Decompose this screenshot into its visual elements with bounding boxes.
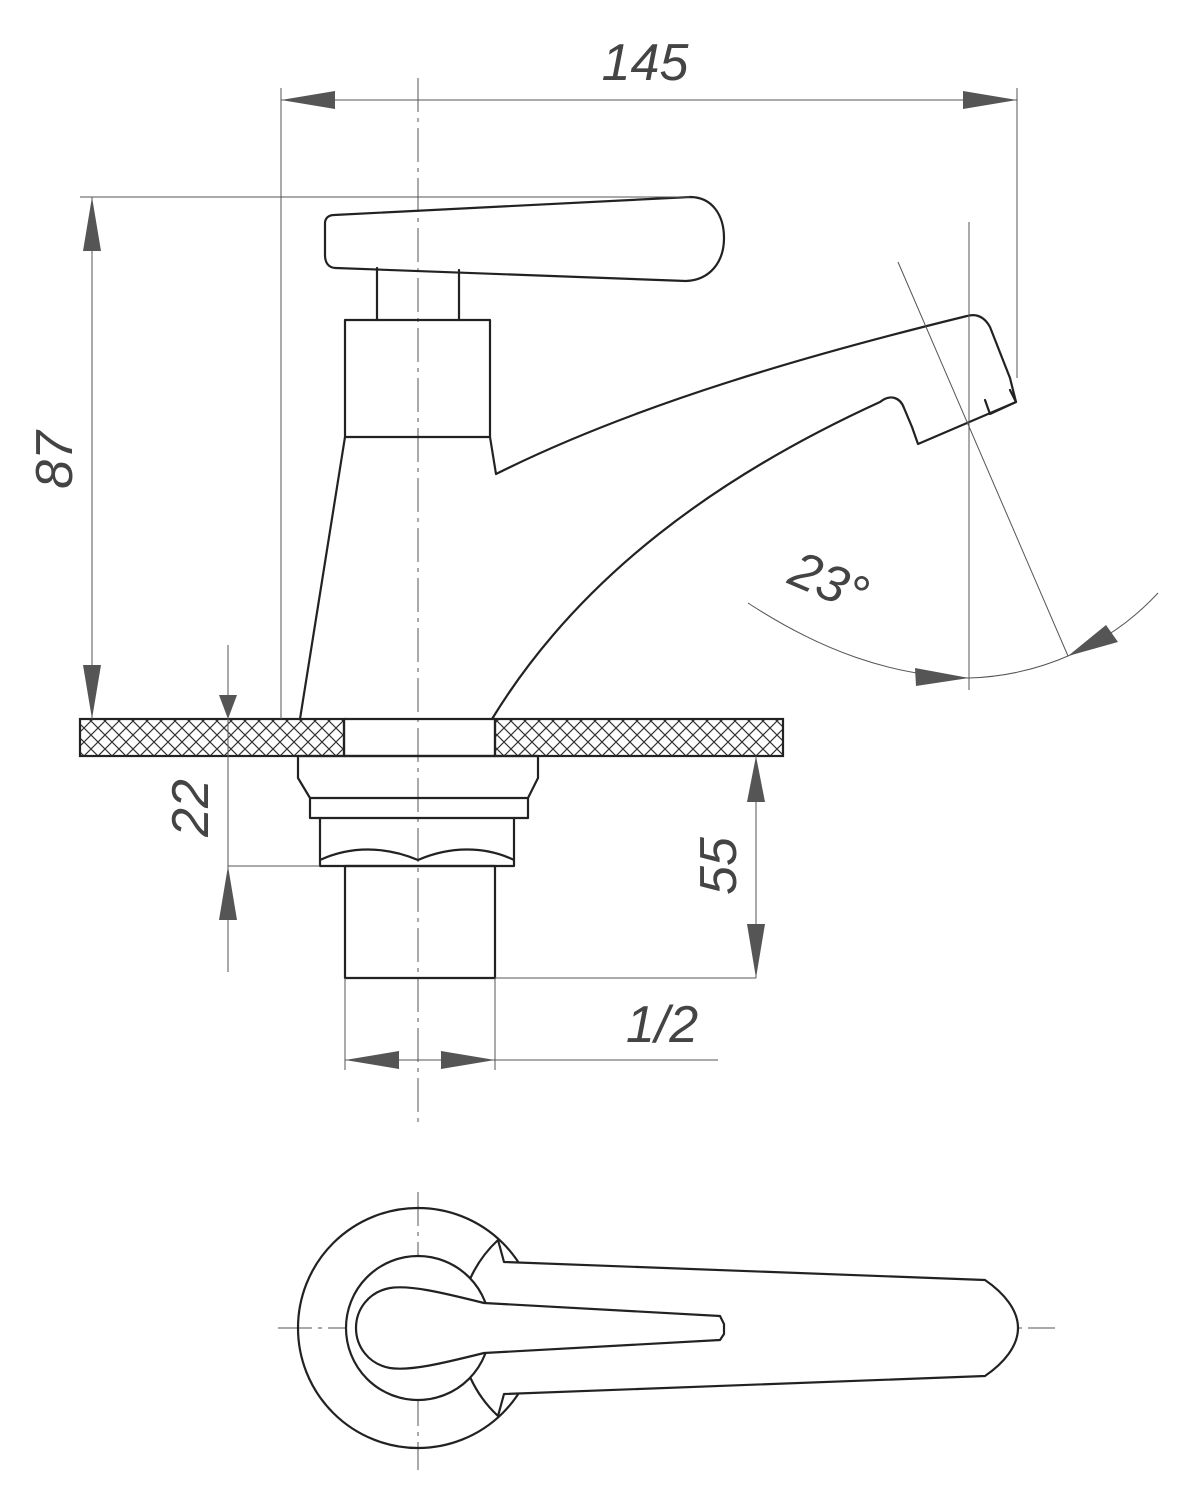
thread-size-dimension-label: 1/2 (626, 996, 698, 1054)
countertop-left (78, 717, 346, 758)
angle-dimension-label: 23° (780, 540, 876, 625)
top-view (278, 1192, 1055, 1470)
dimension-thread-size: 1/2 (344, 978, 718, 1070)
spout-aerator (983, 388, 1018, 416)
width-dimension-label: 145 (602, 34, 690, 92)
dimension-shank-length: 55 (495, 756, 765, 979)
dimension-width: 145 (280, 34, 1018, 719)
side-view: 145 87 23° 22 (26, 34, 1159, 1125)
height-dimension-label: 87 (26, 429, 84, 489)
threaded-shank (343, 864, 497, 980)
valve-housing (343, 318, 492, 439)
shank-length-dimension-label: 55 (690, 836, 748, 895)
dimension-height: 87 (26, 196, 690, 719)
flange-nut (296, 754, 540, 820)
handle-stem (375, 266, 461, 322)
countertop-hole (342, 717, 497, 758)
hex-nut (318, 816, 516, 868)
countertop-right (493, 717, 785, 758)
handle-teardrop (354, 1286, 726, 1370)
dimension-nut-height: 22 (162, 645, 320, 972)
handle-lever (323, 195, 726, 283)
dimension-angle: 23° (747, 222, 1159, 690)
faucet-body-spout (298, 314, 1018, 721)
nut-height-dimension-label: 22 (162, 779, 220, 838)
